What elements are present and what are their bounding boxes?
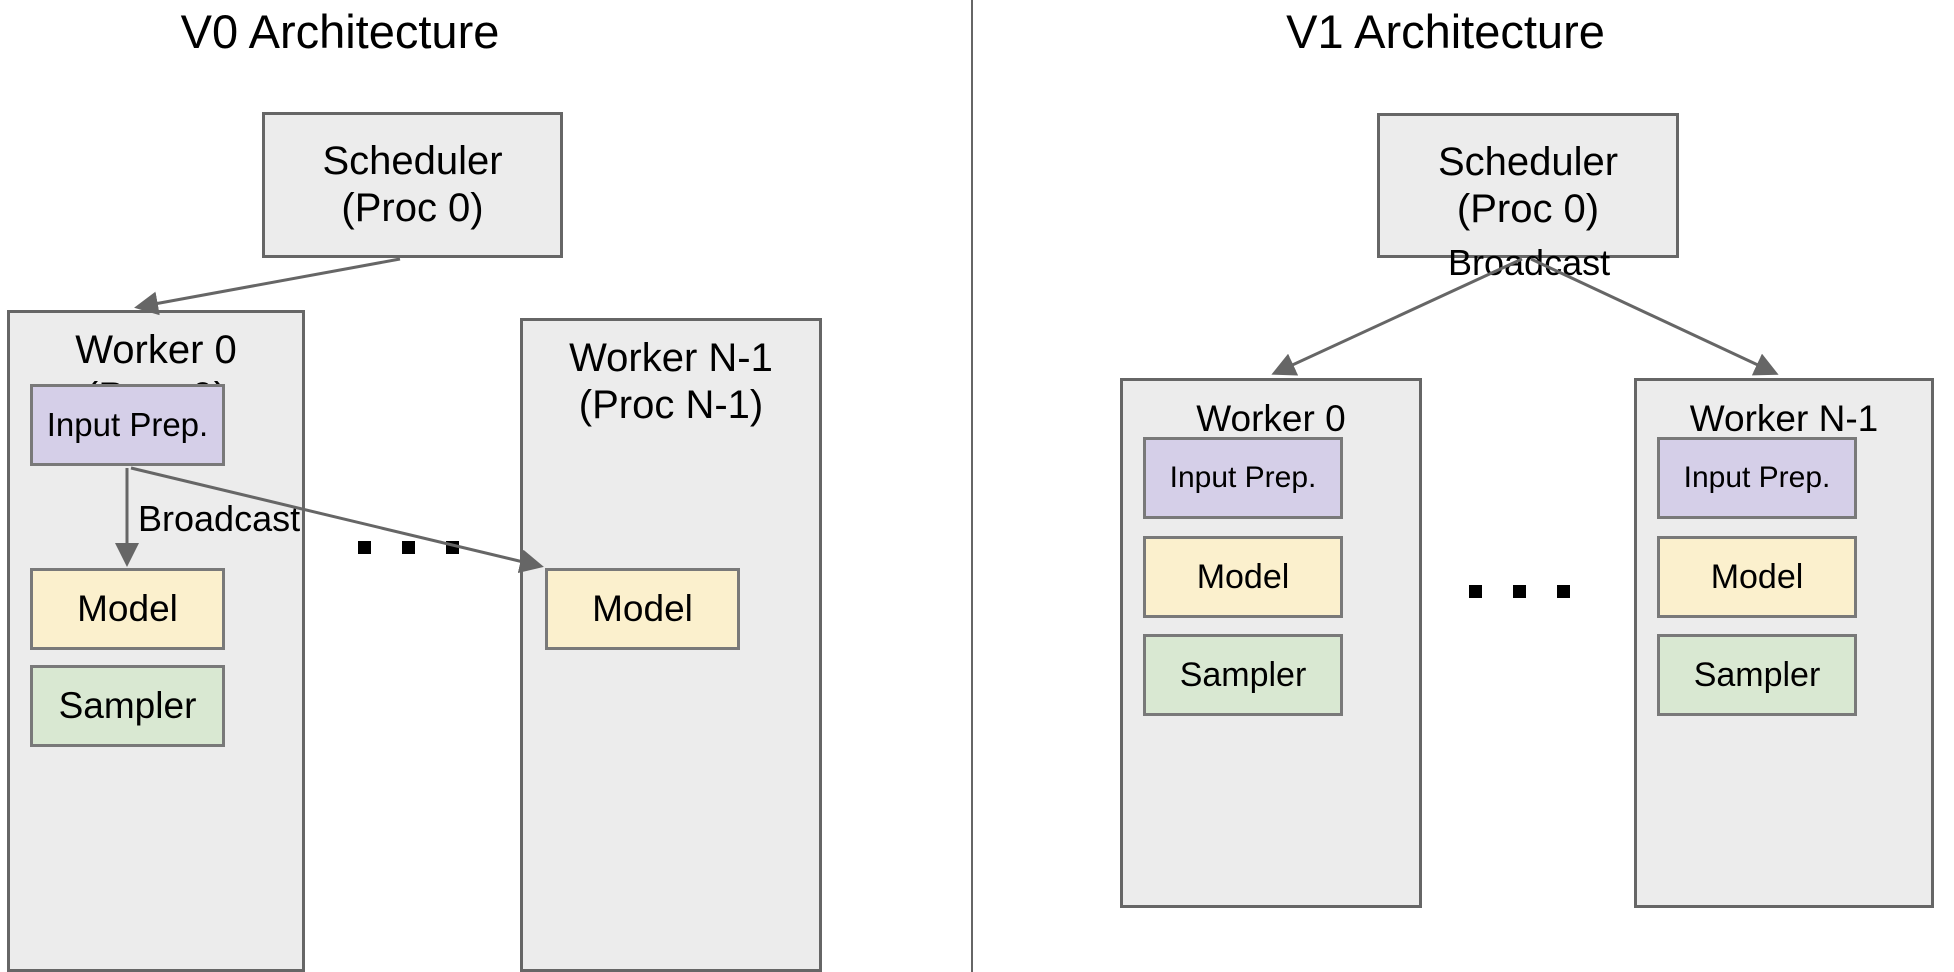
v1-broadcast-label: Broadcast xyxy=(1448,242,1611,283)
v0-panel-title: V0 Architecture xyxy=(180,5,500,58)
v0-worker-0-model[interactable]: Model xyxy=(30,568,225,650)
v1-scheduler-box[interactable]: Scheduler (Proc 0) xyxy=(1377,113,1679,258)
panel-divider xyxy=(971,0,973,972)
v0-scheduler-box[interactable]: Scheduler (Proc 0) xyxy=(262,112,563,258)
v1-worker-n-sampler-label: Sampler xyxy=(1693,655,1821,694)
v1-worker-0-sampler-label: Sampler xyxy=(1179,655,1307,694)
v1-ellipsis xyxy=(1469,585,1570,598)
v1-worker-n-input-prep-label: Input Prep. xyxy=(1683,461,1831,494)
v0-edge-scheduler-to-worker0 xyxy=(134,257,401,316)
v1-worker-n-input-prep[interactable]: Input Prep. xyxy=(1657,437,1857,519)
v1-ellipsis-dot-1 xyxy=(1469,585,1482,598)
v1-worker-n-line1: Worker N-1 xyxy=(1689,398,1879,439)
v0-worker-0-sampler-label: Sampler xyxy=(58,685,197,726)
v0-ellipsis-dot-1 xyxy=(358,541,371,554)
v1-worker-0-input-prep[interactable]: Input Prep. xyxy=(1143,437,1343,519)
v0-ellipsis-dot-3 xyxy=(446,541,459,554)
v1-worker-n-sampler[interactable]: Sampler xyxy=(1657,634,1857,716)
v1-worker-0-model[interactable]: Model xyxy=(1143,536,1343,618)
v0-ellipsis-dot-2 xyxy=(402,541,415,554)
v0-worker-0-line1: Worker 0 xyxy=(75,328,237,372)
v0-scheduler-line1: Scheduler xyxy=(322,139,503,183)
v0-worker-n-line1: Worker N-1 xyxy=(569,336,773,380)
v1-scheduler-line1: Scheduler xyxy=(1437,139,1619,184)
v0-architecture-panel: V0 Architecture Scheduler (Proc 0) Worke… xyxy=(0,0,970,972)
v0-worker-0-sampler[interactable]: Sampler xyxy=(30,665,225,747)
v0-ellipsis xyxy=(358,541,459,554)
v1-worker-0-model-label: Model xyxy=(1196,557,1290,596)
v1-worker-0-input-prep-label: Input Prep. xyxy=(1169,461,1317,494)
v1-architecture-panel: V1 Architecture Scheduler (Proc 0) Broad… xyxy=(975,0,1954,972)
v0-worker-0-input-prep-label: Input Prep. xyxy=(46,406,209,443)
v1-worker-n-model[interactable]: Model xyxy=(1657,536,1857,618)
v1-panel-title: V1 Architecture xyxy=(1286,5,1605,58)
v1-worker-0-sampler[interactable]: Sampler xyxy=(1143,634,1343,716)
v1-worker-0-line1: Worker 0 xyxy=(1196,398,1346,439)
v1-ellipsis-dot-2 xyxy=(1513,585,1526,598)
v1-ellipsis-dot-3 xyxy=(1557,585,1570,598)
v0-worker-n-model[interactable]: Model xyxy=(545,568,740,650)
v0-worker-0-model-label: Model xyxy=(77,588,178,629)
v1-scheduler-line2: (Proc 0) xyxy=(1456,186,1600,231)
v0-worker-n-line2: (Proc N-1) xyxy=(578,383,764,427)
v0-worker-0-input-prep[interactable]: Input Prep. xyxy=(30,384,225,466)
v0-scheduler-line2: (Proc 0) xyxy=(341,186,484,230)
v0-broadcast-label: Broadcast xyxy=(138,498,301,539)
v1-worker-n-model-label: Model xyxy=(1710,557,1804,596)
v0-worker-n-model-label: Model xyxy=(592,588,693,629)
